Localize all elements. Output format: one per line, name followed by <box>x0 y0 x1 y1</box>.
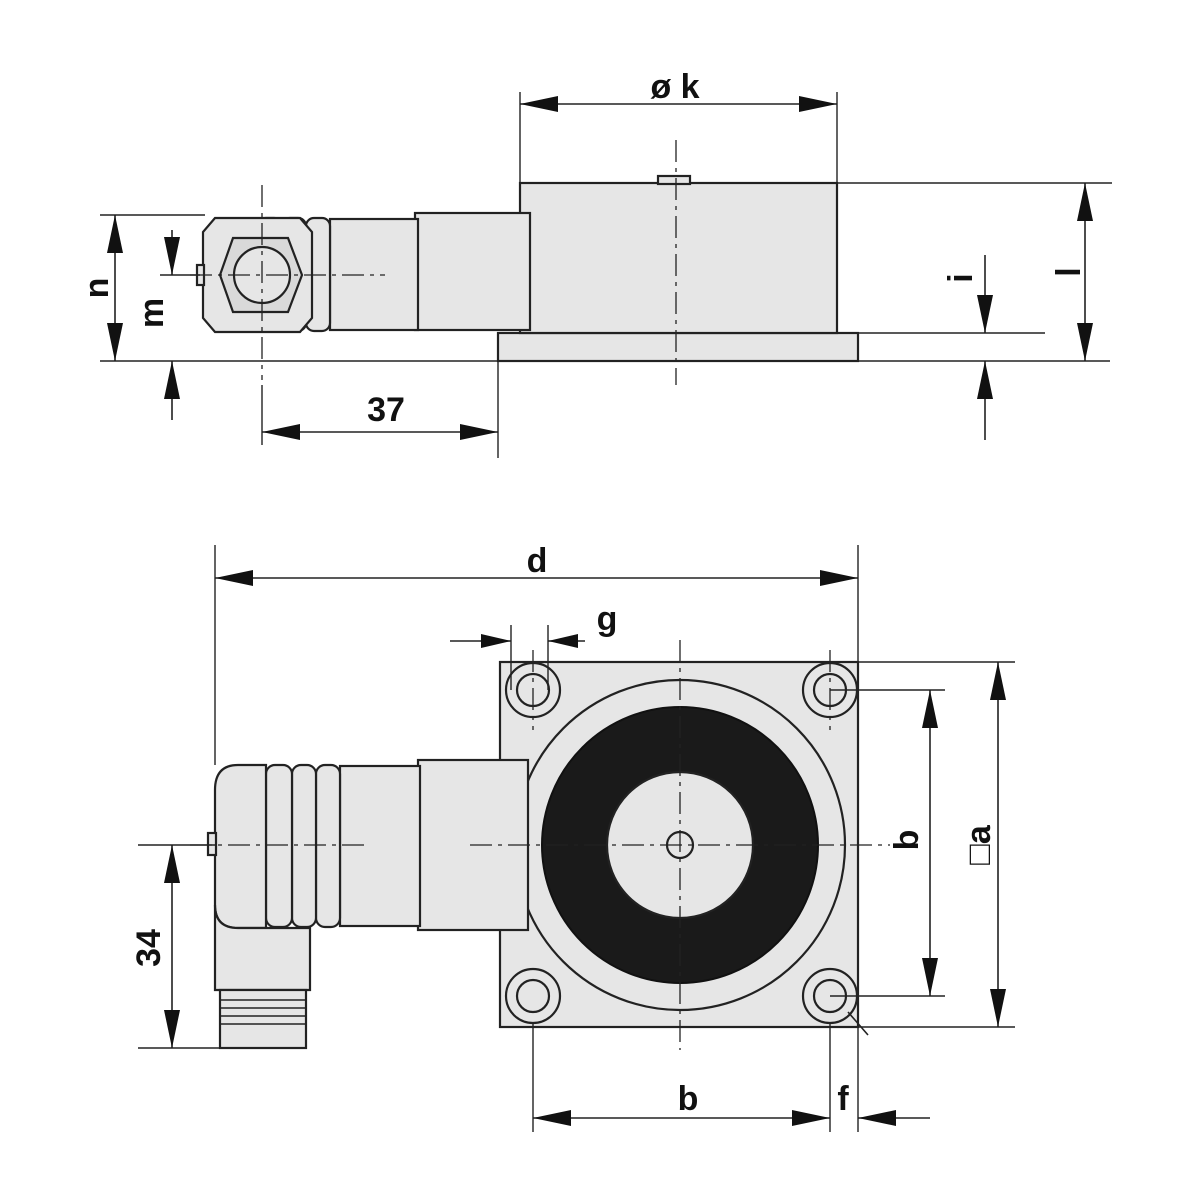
label-d: d <box>527 542 548 580</box>
label-a: □a <box>960 824 998 865</box>
top-view: d g b □a 34 b f <box>130 542 1015 1132</box>
side-connector-block <box>413 211 532 332</box>
top-connector-rib-3 <box>264 763 294 929</box>
side-view: ø k l i n m 37 <box>78 68 1112 458</box>
mounting-hole-bl <box>504 967 562 1025</box>
label-g: g <box>597 600 618 638</box>
label-34: 34 <box>130 929 168 967</box>
top-connector-rib-2 <box>290 763 318 929</box>
label-n: n <box>78 278 116 299</box>
top-connector-rib-1 <box>314 763 342 929</box>
label-l: l <box>1050 267 1088 276</box>
label-37: 37 <box>367 391 405 429</box>
label-k: ø k <box>650 68 699 106</box>
top-side-pin <box>206 831 218 857</box>
label-m: m <box>133 298 171 328</box>
label-b-horizontal: b <box>678 1080 699 1118</box>
side-base-plate <box>496 331 860 363</box>
top-cable-gland <box>218 988 308 1050</box>
label-f: f <box>837 1080 849 1118</box>
label-i: i <box>942 273 980 282</box>
top-connector-head <box>213 763 268 930</box>
side-magnet-body <box>518 181 839 335</box>
label-b-vertical: b <box>888 830 926 851</box>
top-connector-elbow <box>213 904 312 992</box>
side-top-nub <box>656 174 692 186</box>
top-connector-sleeve <box>338 764 422 928</box>
